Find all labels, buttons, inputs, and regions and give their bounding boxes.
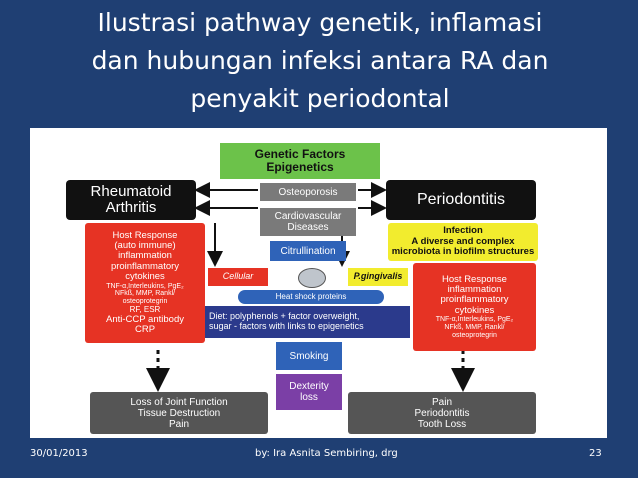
footer-date: 30/01/2013 — [30, 448, 88, 459]
host-left-tail: Anti-CCP antibody — [106, 313, 184, 325]
heat-shock-box: Heat shock proteins — [238, 290, 384, 304]
heat-shock-label: Heat shock proteins — [275, 291, 347, 301]
smoking-label: Smoking — [289, 350, 329, 362]
genetic-line: Genetic Factors — [254, 146, 346, 161]
dexterity-line: loss — [300, 392, 318, 403]
dexterity-line: Dexterity — [289, 381, 329, 392]
host-left-line: Host Response — [112, 229, 178, 241]
footer-author: by: Ira Asnita Sembiring, drg — [255, 448, 398, 459]
host-right-small: osteoprotegrin — [452, 331, 497, 339]
infection-line: microbiota in biofilm structures — [391, 246, 535, 258]
rheumatoid-arthritis-box: Rheumatoid Arthritis — [66, 180, 196, 220]
cardio-line: Cardiovascular — [274, 211, 342, 222]
oval-icon — [298, 268, 326, 288]
host-left-small: osteoprotegrin — [122, 298, 168, 306]
infection-box: Infection A diverse and complex microbio… — [388, 223, 538, 261]
title-line: penyakit periodontal — [190, 84, 450, 113]
diagram-panel: Genetic Factors Epigenetics Rheumatoid A… — [30, 128, 607, 438]
outcome-right-box: Pain Periodontitis Tooth Loss — [348, 392, 536, 434]
host-left-line: inflammation — [118, 250, 172, 262]
infection-line: Infection — [443, 225, 483, 237]
perio-label: Periodontitis — [416, 191, 506, 209]
pgingivalis-box: P.gingivalis — [348, 268, 408, 286]
ra-line: Rheumatoid — [90, 182, 172, 200]
outcome-left-line: Tissue Destruction — [137, 407, 221, 419]
outcome-left-line: Pain — [168, 418, 189, 430]
diet-line: sugar - factors with links to epigenetic… — [209, 321, 364, 331]
host-left-tail: CRP — [134, 324, 156, 336]
host-left-line: (auto immune) — [114, 239, 176, 251]
smoking-box: Smoking — [276, 342, 342, 370]
footer-page-number: 23 — [589, 448, 602, 459]
title-line: Ilustrasi pathway genetik, inflamasi — [97, 8, 543, 37]
cellular-box: Cellular — [208, 268, 268, 286]
host-left-line: proinflammatory — [110, 260, 180, 272]
host-right-line: Host Response — [442, 273, 507, 285]
osteoporosis-box: Osteoporosis — [260, 183, 356, 201]
host-left-small: NFkß, MMP, Rankl/ — [114, 290, 176, 298]
host-response-right-box: Host Response inflammation proinflammato… — [413, 263, 536, 351]
osteoporosis-label: Osteoporosis — [278, 186, 338, 198]
outcome-right-line: Pain — [431, 396, 452, 408]
host-left-line: cytokines — [125, 271, 165, 283]
dexterity-box: Dexterity loss — [276, 374, 342, 410]
host-left-tail: RF, ESR — [129, 304, 161, 314]
citrullination-label: Citrullination — [280, 245, 336, 257]
pgingivalis-label: P.gingivalis — [353, 271, 403, 282]
epigenetic-line: Epigenetics — [266, 160, 334, 174]
diet-box: Diet: polyphenols + factor overweight, s… — [205, 306, 410, 338]
host-right-line: inflammation — [447, 284, 502, 296]
periodontitis-box: Periodontitis — [386, 180, 536, 220]
outcome-right-line: Tooth Loss — [417, 418, 467, 430]
outcome-left-box: Loss of Joint Function Tissue Destructio… — [90, 392, 268, 434]
outcome-left-line: Loss of Joint Function — [130, 396, 228, 408]
cellular-label: Cellular — [222, 271, 254, 282]
host-right-small: TNF-α,Interleukins, PgE₂ — [435, 316, 514, 324]
title-line: dan hubungan infeksi antara RA dan — [91, 46, 549, 75]
host-right-small: NFkß, MMP, Rankl/ — [444, 324, 505, 332]
host-right-line: proinflammatory — [440, 294, 509, 306]
cardiovascular-box: Cardiovascular Diseases — [260, 208, 356, 236]
citrullination-box: Citrullination — [270, 241, 346, 261]
host-response-left-box: Host Response (auto immune) inflammation… — [85, 223, 205, 343]
genetic-factors-box: Genetic Factors Epigenetics — [220, 143, 380, 179]
cardio-line: Diseases — [287, 222, 329, 233]
diet-line: Diet: polyphenols + factor overweight, — [209, 311, 360, 322]
host-left-small: TNF-α,Interleukins, PgE₂ — [106, 282, 184, 290]
ra-line: Arthritis — [105, 199, 157, 216]
host-right-line: cytokines — [454, 304, 495, 316]
outcome-right-line: Periodontitis — [414, 407, 470, 419]
slide-title: Ilustrasi pathway genetik, inflamasi dan… — [40, 4, 600, 118]
infection-line: A diverse and complex — [411, 235, 515, 247]
